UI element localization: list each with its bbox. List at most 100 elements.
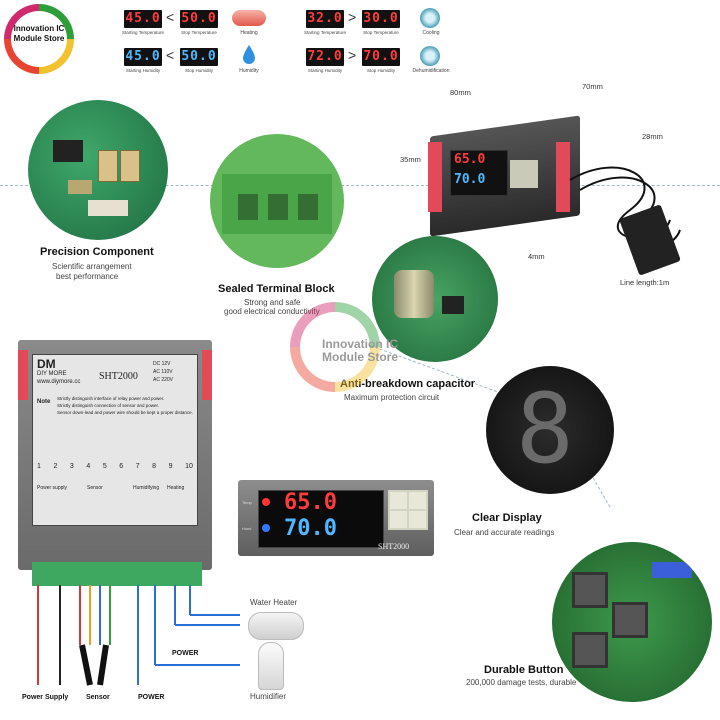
controller-front-image: Temp Humi 65.0 70.0 SHT2000 [238, 480, 434, 556]
start-humidity-display: 72.0 [306, 48, 344, 66]
stop-temp-display: 30.0 [362, 10, 400, 28]
dim-side-depth: 28mm [642, 132, 663, 141]
cooling-caption: Cooling [422, 30, 440, 36]
dim-side: 4mm [528, 252, 545, 261]
fan-icon [420, 8, 440, 28]
precision-sub1: Scientific arrangement [52, 262, 132, 271]
droplet-icon [243, 45, 255, 64]
compare-symbol: < [166, 47, 175, 63]
pin-6: 6 [119, 463, 124, 470]
watermark-logo [290, 302, 380, 392]
stop-temp-caption: Stop Temperature [363, 30, 399, 35]
stop-humidity-caption: Stop Humidity [184, 68, 213, 73]
pin-9: 9 [168, 463, 173, 470]
seven-segment-image: 8 [486, 366, 614, 494]
compare-symbol: > [348, 9, 357, 25]
group-heating: Heating [167, 485, 185, 491]
pin-8: 8 [152, 463, 157, 470]
watermark-text: Innovation IC Module Store [322, 338, 398, 364]
button-pad [388, 490, 428, 530]
capacitor-title: Anti-breakdown capacitor [340, 378, 476, 390]
button-title: Durable Button [484, 664, 564, 676]
voltage-ac110: AC 110V [153, 369, 173, 375]
power-label-1: POWER [172, 650, 199, 657]
group-sensor: Sensor [87, 485, 103, 491]
controller-back-image: DM DIY MORE www.diymore.cc SHT2000 DC 12… [18, 340, 212, 586]
voltage-ac220: AC 220V [153, 377, 174, 383]
display-sub1: Clear and accurate readings [454, 528, 555, 537]
note-3: Sensor down-lead and power wire should b… [57, 410, 193, 415]
stop-temp-caption: Stop Temperature [181, 30, 217, 35]
logo-line1: Innovation IC [13, 24, 65, 33]
power-supply-label: Power Supply [22, 694, 69, 701]
note-1: Strictly distinguish interface of relay … [57, 396, 165, 401]
button-sub1: 200,000 damage tests, durable [466, 678, 577, 687]
down-button[interactable] [409, 511, 426, 528]
terminal-block-image [210, 134, 344, 268]
stop-humidity-display: 50.0 [180, 48, 218, 66]
compare-symbol: < [166, 9, 175, 25]
up-button[interactable] [409, 492, 426, 509]
pin-7: 7 [135, 463, 140, 470]
precision-sub2: best performance [56, 272, 119, 281]
temp-display: 65.0 [284, 490, 337, 515]
cable-length: Line length:1m [620, 278, 670, 287]
water-heater-image [248, 612, 304, 640]
humidifier-label: Humidifier [250, 692, 287, 701]
start-humidity-display: 45.0 [124, 48, 162, 66]
dim-height: 35mm [400, 155, 421, 164]
display-title: Clear Display [472, 512, 542, 524]
power-label-2: POWER [138, 694, 165, 701]
stop-temp-display: 50.0 [180, 10, 218, 28]
start-humidity-caption: Starting Humidity [307, 68, 343, 73]
humidity-caption: Humidity [239, 68, 259, 74]
dim-depth: 70mm [582, 82, 603, 91]
humi-indicator-label: Humi [242, 526, 252, 531]
compare-symbol: > [348, 47, 357, 63]
humi-display: 70.0 [284, 516, 337, 541]
terminal-sub1: Strong and safe [244, 298, 301, 307]
group-power: Power supply [37, 485, 68, 491]
pcb-closeup-image [28, 100, 168, 240]
dehumidification-caption: Dehumidification [412, 68, 450, 74]
note-label: Note [37, 399, 51, 405]
watermark-line1: Innovation IC [322, 337, 398, 351]
temp-led [262, 498, 270, 506]
pin-3: 3 [69, 463, 74, 470]
model-label: SHT2000 [99, 371, 138, 382]
button-closeup-image [552, 542, 712, 702]
heater-icon [232, 10, 266, 26]
controller-3d-image: 80mm 70mm 35mm 28mm 75mm 4mm 65.0 70.0 L… [400, 80, 720, 290]
pin-10: 10 [185, 463, 193, 470]
brand: DM [37, 357, 56, 371]
heating-caption: Heating [240, 30, 258, 36]
fan-icon [420, 46, 440, 66]
start-temp-display: 45.0 [124, 10, 162, 28]
watermark-line2: Module Store [322, 350, 399, 364]
dim-width: 80mm [450, 88, 471, 97]
terminal-title: Sealed Terminal Block [218, 283, 335, 295]
pin-numbers: 1 2 3 4 5 6 7 8 9 10 [37, 463, 193, 470]
guide-line [0, 185, 720, 186]
brand-sub: DIY MORE [37, 371, 67, 377]
capacitor-image [372, 236, 498, 362]
pin-1: 1 [37, 463, 41, 470]
temp-indicator-label: Temp [242, 500, 252, 505]
note-2: Strictly distinguish connection of senso… [57, 403, 160, 408]
start-temp-caption: Starting Temperature [304, 30, 346, 35]
start-humidity-caption: Starting Humidity [125, 68, 161, 73]
start-temp-caption: Starting Temperature [122, 30, 164, 35]
store-logo: Innovation IC Module Store [4, 4, 74, 74]
precision-title: Precision Component [40, 246, 154, 258]
humi-led [262, 524, 270, 532]
capacitor-sub1: Maximum protection circuit [344, 393, 440, 402]
pin-4: 4 [86, 463, 91, 470]
set-button[interactable] [390, 492, 407, 509]
notes: Strictly distinguish interface of relay … [57, 395, 193, 416]
left-button[interactable] [390, 511, 407, 528]
mode-strip: 45.0 Starting Temperature < 50.0 Stop Te… [120, 6, 460, 78]
pin-2: 2 [53, 463, 58, 470]
seven-seg-digit: 8 [516, 373, 574, 485]
group-humidifying: Humidifying [133, 485, 160, 491]
pin-5: 5 [102, 463, 107, 470]
